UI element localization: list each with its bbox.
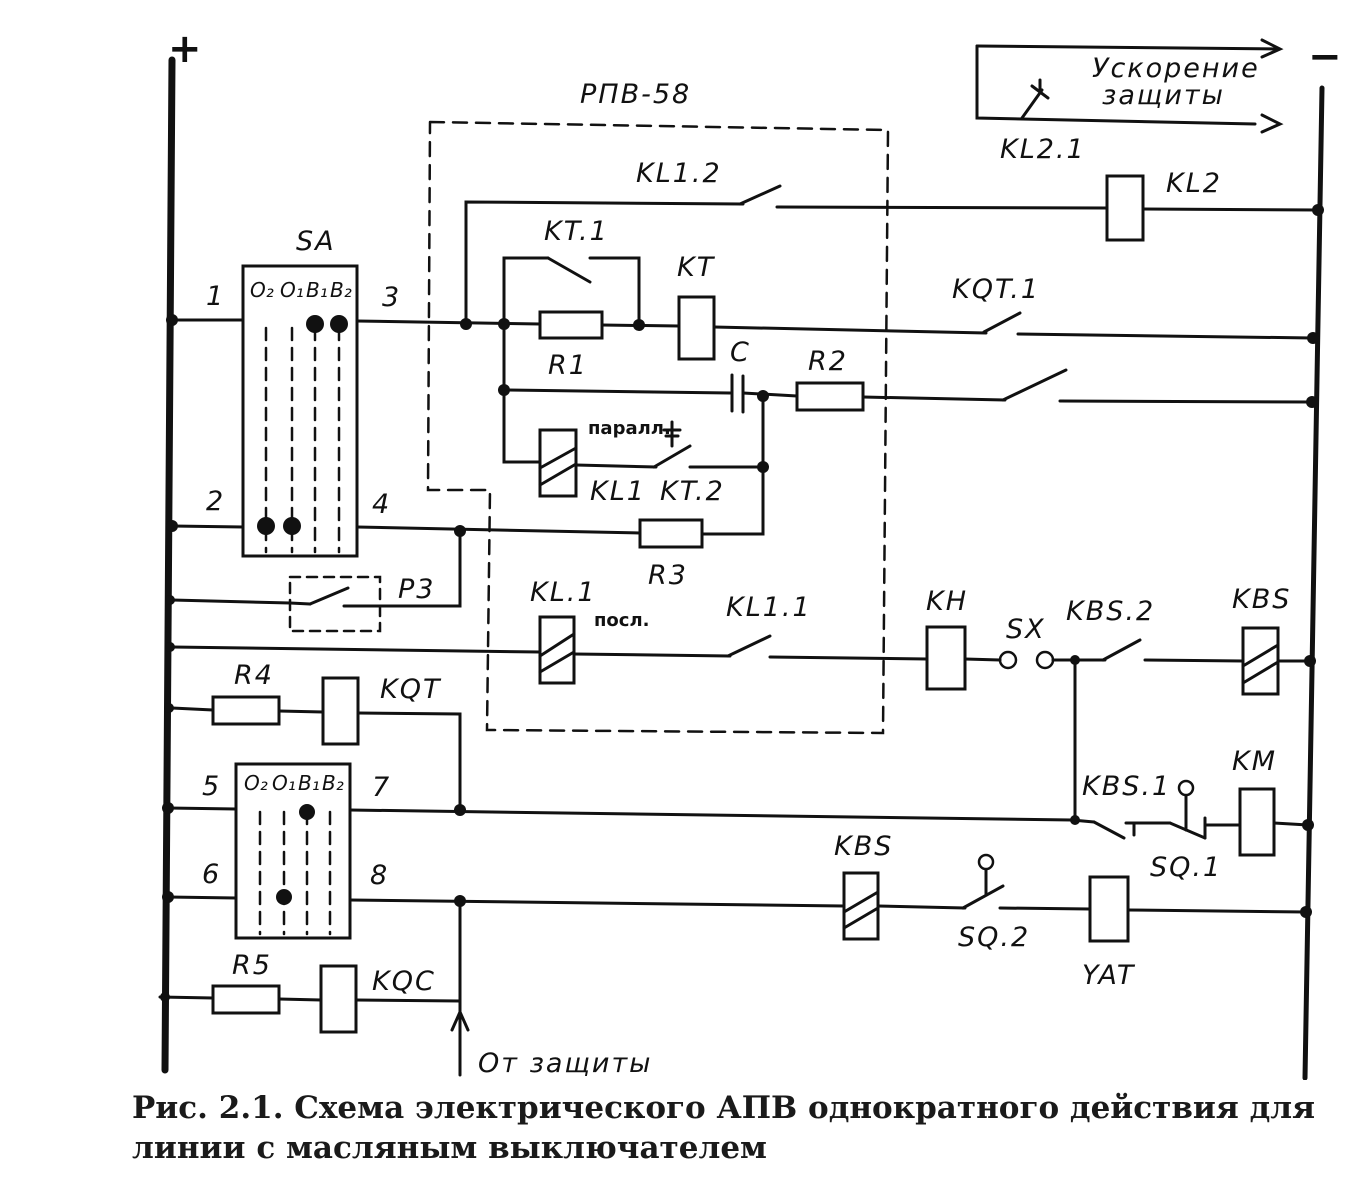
plus-bus — [161, 56, 176, 1074]
km-label: KM — [1232, 746, 1277, 777]
kl21-contact — [1020, 78, 1050, 120]
kl1-series-coil — [538, 615, 576, 685]
kl1-coil — [538, 428, 578, 498]
yat-label: YAT — [1082, 960, 1136, 991]
c-label: C — [730, 337, 751, 368]
kt-label: KT — [677, 252, 716, 283]
minus-sign: − — [1308, 34, 1342, 80]
kl2-coil — [1105, 174, 1145, 242]
kbs-top-label: KBS — [1232, 584, 1291, 615]
series-label: посл. — [594, 610, 650, 631]
terminal-8: 8 — [370, 860, 387, 891]
minus-bus — [1302, 85, 1325, 1080]
r4-label: R4 — [234, 660, 274, 691]
plus-sign: + — [168, 26, 202, 72]
sa-switch-box — [241, 264, 359, 558]
sq1-label: SQ.1 — [1150, 852, 1222, 883]
r4-resistor — [211, 695, 281, 726]
r2-label: R2 — [808, 346, 848, 377]
kbs2-label: KBS.2 — [1066, 596, 1155, 627]
from-protection-label: От защиты — [478, 1048, 653, 1079]
kqt-coil — [321, 676, 360, 746]
sx-label: SX — [1006, 614, 1046, 645]
km-coil — [1238, 787, 1276, 857]
terminal-3: 3 — [382, 282, 399, 313]
kl21-label: KL2.1 — [1000, 134, 1086, 165]
kt2-label: KT.2 — [660, 476, 725, 507]
terminal-1: 1 — [206, 281, 223, 312]
circuit-diagram: + − РПВ-58 Ускорение защиты KL2.1 KL1.2 … — [158, 26, 1342, 1080]
r1-resistor — [538, 310, 604, 340]
parallel-label: паралл. — [588, 418, 671, 439]
kl1-series-label: KL.1 — [530, 577, 597, 608]
terminal-4: 4 — [372, 489, 389, 520]
kh-label: KH — [926, 586, 968, 617]
kl12-label: KL1.2 — [636, 158, 722, 189]
p3-label: P3 — [398, 574, 435, 605]
kbs-coil-top — [1241, 626, 1280, 696]
kqc-label: KQC — [372, 966, 436, 997]
terminal-5: 5 — [202, 771, 219, 802]
kt-coil — [677, 295, 716, 361]
kqt1-label: KQT.1 — [952, 274, 1040, 305]
r1-label: R1 — [548, 350, 588, 381]
r2-resistor — [795, 381, 865, 412]
terminal-6: 6 — [202, 859, 219, 890]
terminal-7: 7 — [372, 772, 389, 803]
r3-resistor — [638, 518, 704, 549]
kbs-bottom-label: KBS — [834, 831, 893, 862]
kbs1-label: KBS.1 — [1082, 771, 1171, 802]
sa-pos-o2: O₂ — [250, 278, 274, 302]
sw2-pos-o1: O₁ — [272, 771, 296, 795]
kqc-coil — [319, 964, 358, 1034]
switch-5-8-box — [234, 762, 352, 940]
r5-resistor — [211, 984, 281, 1015]
acceleration-line2: защиты — [1102, 80, 1225, 111]
r3-label: R3 — [648, 560, 688, 591]
kl11-label: KL1.1 — [726, 592, 812, 623]
sw2-pos-b2: B₂ — [322, 771, 344, 795]
kl1-coil-label: KL1 — [590, 476, 646, 507]
sa-pos-o1: O₁ — [280, 278, 304, 302]
sw2-pos-o2: O₂ — [244, 771, 268, 795]
terminal-2: 2 — [206, 486, 223, 517]
kh-coil — [925, 625, 967, 691]
sq2-label: SQ.2 — [958, 922, 1030, 953]
r5-label: R5 — [232, 950, 272, 981]
kbs-coil-bottom — [842, 871, 880, 941]
rpv58-title: РПВ-58 — [580, 79, 691, 110]
kt1-label: KT.1 — [544, 216, 609, 247]
yat-coil — [1088, 875, 1130, 943]
rpv58-block — [426, 120, 890, 735]
kqt-label: KQT — [380, 674, 442, 705]
acceleration-line-top — [975, 44, 1257, 126]
sa-pos-b1: B₁ — [306, 278, 328, 302]
figure-caption: Рис. 2.1. Схема электрического АПВ однок… — [132, 1090, 1316, 1166]
acceleration-line1: Ускорение — [1092, 53, 1260, 84]
sa-label: SA — [296, 226, 336, 257]
sa-pos-b2: B₂ — [330, 278, 352, 302]
kl2-label: KL2 — [1166, 168, 1222, 199]
sw2-pos-b1: B₁ — [298, 771, 320, 795]
